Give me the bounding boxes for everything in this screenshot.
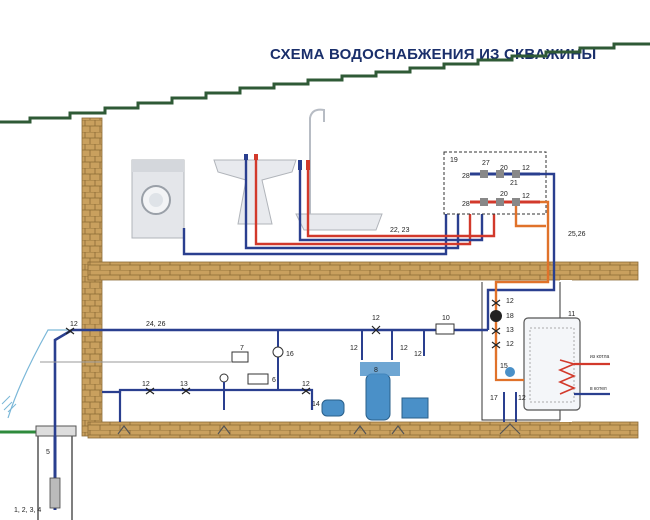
riser-hot xyxy=(494,200,550,360)
label-13-lower: 13 xyxy=(180,381,188,388)
floor-slab-upper xyxy=(87,261,639,281)
control-box-6 xyxy=(247,373,269,385)
pressure-gauge-16 xyxy=(272,346,284,358)
pipe-cold-sink xyxy=(244,160,460,250)
pipe-hot-bath xyxy=(306,170,496,238)
label-5: 5 xyxy=(46,449,50,456)
label-20-top: 20 xyxy=(500,165,508,172)
expansion-15 xyxy=(505,367,515,377)
label-15: 15 xyxy=(500,363,508,370)
circulation-pump xyxy=(490,310,502,322)
label-filter-10: 10 xyxy=(442,315,450,322)
label-20-bottom: 20 xyxy=(500,191,508,198)
treatment-unit-8 xyxy=(365,373,391,421)
label-21: 21 xyxy=(510,180,518,187)
pipe-hot-sink xyxy=(254,160,472,246)
label-to-boiler: в котел xyxy=(590,386,607,392)
label-pipe-top: 22, 23 xyxy=(390,227,410,234)
shower xyxy=(309,108,325,214)
label-12-main: 12 xyxy=(70,321,78,328)
label-8: 8 xyxy=(374,367,378,374)
label-12-boiler-2: 12 xyxy=(506,341,514,348)
lower-line xyxy=(102,388,314,410)
label-tank-11: 11 xyxy=(568,311,575,318)
label-28-top: 28 xyxy=(462,173,470,180)
label-19: 19 xyxy=(450,157,458,164)
label-main-line: 24, 26 xyxy=(146,321,166,328)
label-12-manifold-bottom: 12 xyxy=(522,193,530,200)
label-12-lower: 12 xyxy=(142,381,150,388)
label-14: 14 xyxy=(312,401,320,408)
label-13-boiler: 13 xyxy=(506,327,514,334)
label-28-bottom: 28 xyxy=(462,201,470,208)
label-12-branch: 12 xyxy=(372,315,380,322)
label-pump-18: 18 xyxy=(506,313,514,320)
riser-cold xyxy=(486,172,556,330)
label-12-boiler-1: 12 xyxy=(506,298,514,305)
label-12-filter-drop: 12 xyxy=(414,351,422,358)
accumulator-14 xyxy=(321,399,345,417)
label-12-drain: 12 xyxy=(518,395,526,402)
main-line xyxy=(53,328,488,436)
well-casing xyxy=(37,428,73,520)
sprinkler xyxy=(7,329,72,419)
label-12-right-drop: 12 xyxy=(400,345,408,352)
pressure-switch xyxy=(219,373,229,383)
riser-hot-2 xyxy=(514,206,546,228)
manifold-box xyxy=(443,151,547,215)
label-from-boiler: из котла xyxy=(590,354,609,360)
well-pump xyxy=(49,477,61,509)
roof-line xyxy=(0,42,650,124)
pipe-cold-washer xyxy=(182,205,448,256)
label-well: 1, 2, 3, 4 xyxy=(14,507,41,514)
label-6: 6 xyxy=(272,377,276,384)
bathtub xyxy=(295,213,383,231)
label-17: 17 xyxy=(490,395,498,402)
pipe-cold-bath xyxy=(298,170,484,242)
label-12-left-drop: 12 xyxy=(350,345,358,352)
label-7: 7 xyxy=(240,345,244,352)
diagram-title: СХЕМА ВОДОСНАБЖЕНИЯ ИЗ СКВАЖИНЫ xyxy=(270,46,597,63)
label-riser: 25,26 xyxy=(568,231,586,238)
label-12-acc: 12 xyxy=(302,381,310,388)
filter-10 xyxy=(435,323,455,335)
label-12-manifold-top: 12 xyxy=(522,165,530,172)
control-box-7 xyxy=(231,351,249,363)
label-27: 27 xyxy=(482,160,490,167)
label-gauge-16: 16 xyxy=(286,351,294,358)
